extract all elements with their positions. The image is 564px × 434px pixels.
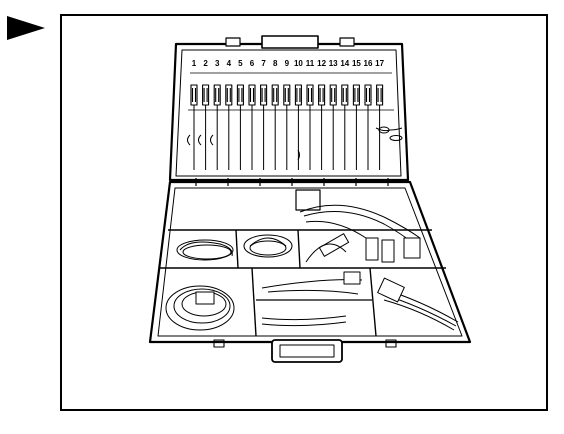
- case-lid: [168, 42, 410, 182]
- slot-number-16: 16: [364, 59, 373, 68]
- slot-number-4: 4: [227, 59, 232, 68]
- pointer-arrow-icon: [7, 16, 45, 40]
- slot-number-15: 15: [352, 59, 361, 68]
- slot-number-5: 5: [238, 59, 243, 68]
- slot-number-7: 7: [261, 59, 266, 68]
- slot-number-13: 13: [329, 59, 338, 68]
- slot-number-8: 8: [273, 59, 278, 68]
- slot-number-11: 11: [306, 59, 315, 68]
- slot-number-12: 12: [317, 59, 326, 68]
- slot-number-10: 10: [294, 59, 303, 68]
- slot-number-3: 3: [215, 59, 220, 68]
- slot-number-1: 1: [192, 59, 197, 68]
- slot-number-2: 2: [203, 59, 208, 68]
- base-handle: [271, 339, 343, 363]
- slot-number-17: 17: [375, 59, 384, 68]
- case-base: [148, 180, 472, 344]
- lid-handle: [261, 35, 319, 49]
- slot-number-6: 6: [250, 59, 255, 68]
- figure-frame: [60, 14, 548, 411]
- probe-leads: [187, 105, 403, 170]
- slot-number-labels: 1 2 3 4 5 6 7 8 9 10 11 12 13 14 15 16 1…: [192, 59, 385, 68]
- cable-bundles: [165, 204, 459, 331]
- slot-number-14: 14: [340, 59, 349, 68]
- slot-number-9: 9: [285, 59, 290, 68]
- probe-heads: [190, 84, 384, 106]
